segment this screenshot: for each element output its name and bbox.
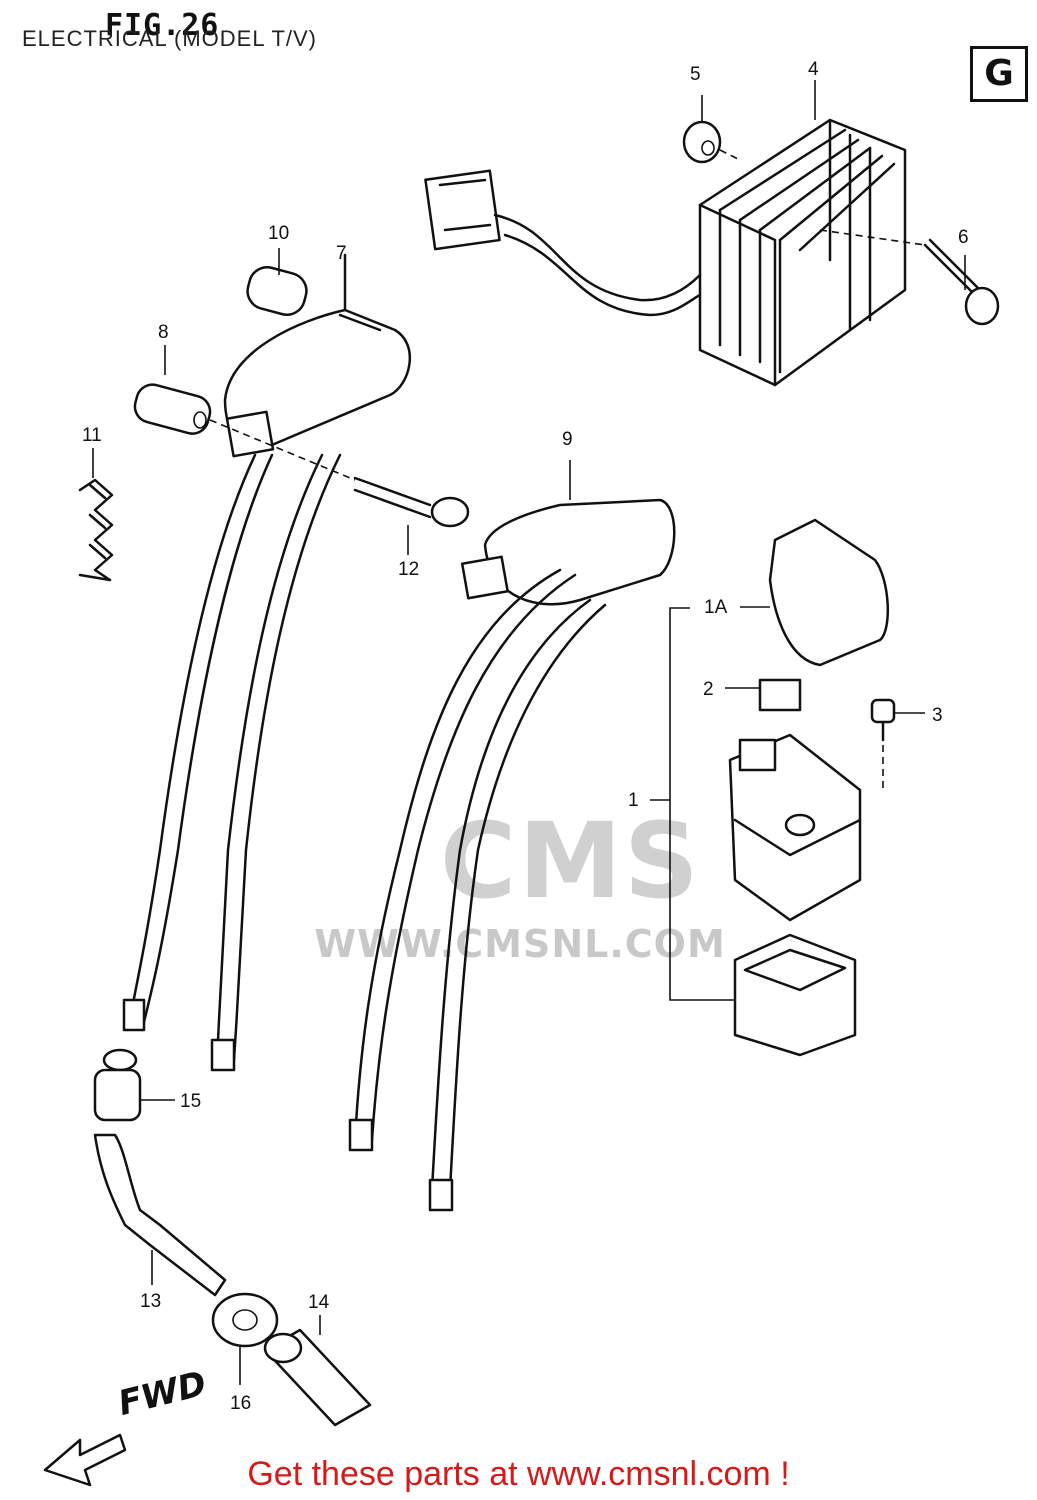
watermark-logo: CMS <box>440 800 701 922</box>
callout-9: 9 <box>562 429 573 450</box>
plug-cap-15 <box>93 1048 175 1122</box>
callout-7: 7 <box>336 243 347 264</box>
figure-title: FIG.26 <box>105 8 220 43</box>
callout-2: 2 <box>703 679 714 700</box>
spark-plug-13 <box>93 1133 227 1297</box>
spacer-8 <box>133 345 356 481</box>
relay-boot <box>733 933 857 1057</box>
screw-6 <box>819 229 1000 326</box>
ignition-coil-9 <box>460 460 676 606</box>
callout-10: 10 <box>268 223 290 244</box>
clamp-11 <box>78 448 114 582</box>
callout-6: 6 <box>958 227 969 248</box>
callout-5: 5 <box>690 64 701 85</box>
relay-cover-1a <box>740 518 889 667</box>
screw-3 <box>870 698 925 790</box>
group-1-bracket <box>650 607 735 1001</box>
callout-1a: 1A <box>704 597 728 618</box>
ignition-coil-7 <box>223 253 412 458</box>
footer-promo-link[interactable]: Get these parts at www.cmsnl.com ! <box>247 1455 790 1493</box>
fwd-arrow-icon <box>43 1433 127 1487</box>
callout-12: 12 <box>398 559 420 580</box>
regulator-connector <box>424 169 702 317</box>
callout-15: 15 <box>180 1091 202 1112</box>
starter-relay-1 <box>728 733 862 922</box>
regulator-rectifier <box>698 118 907 387</box>
section-letter-box: G <box>970 46 1028 102</box>
bolt-12 <box>353 476 470 555</box>
callout-3: 3 <box>932 705 943 726</box>
fuse-2 <box>725 678 802 712</box>
callout-11: 11 <box>82 425 102 446</box>
callout-14: 14 <box>308 1292 330 1313</box>
spacer-5 <box>682 95 741 164</box>
washer-16 <box>211 1292 279 1385</box>
figure-subtitle: ELECTRICAL (MODEL T/V) <box>22 26 318 51</box>
callout-16: 16 <box>230 1393 252 1414</box>
high-tension-cords <box>122 453 607 1212</box>
callout-1: 1 <box>628 790 639 811</box>
callout-8: 8 <box>158 322 169 343</box>
cap-14 <box>263 1315 372 1427</box>
callout-4: 4 <box>808 59 819 80</box>
callout-13: 13 <box>140 1291 162 1312</box>
spacer-10 <box>246 248 308 316</box>
